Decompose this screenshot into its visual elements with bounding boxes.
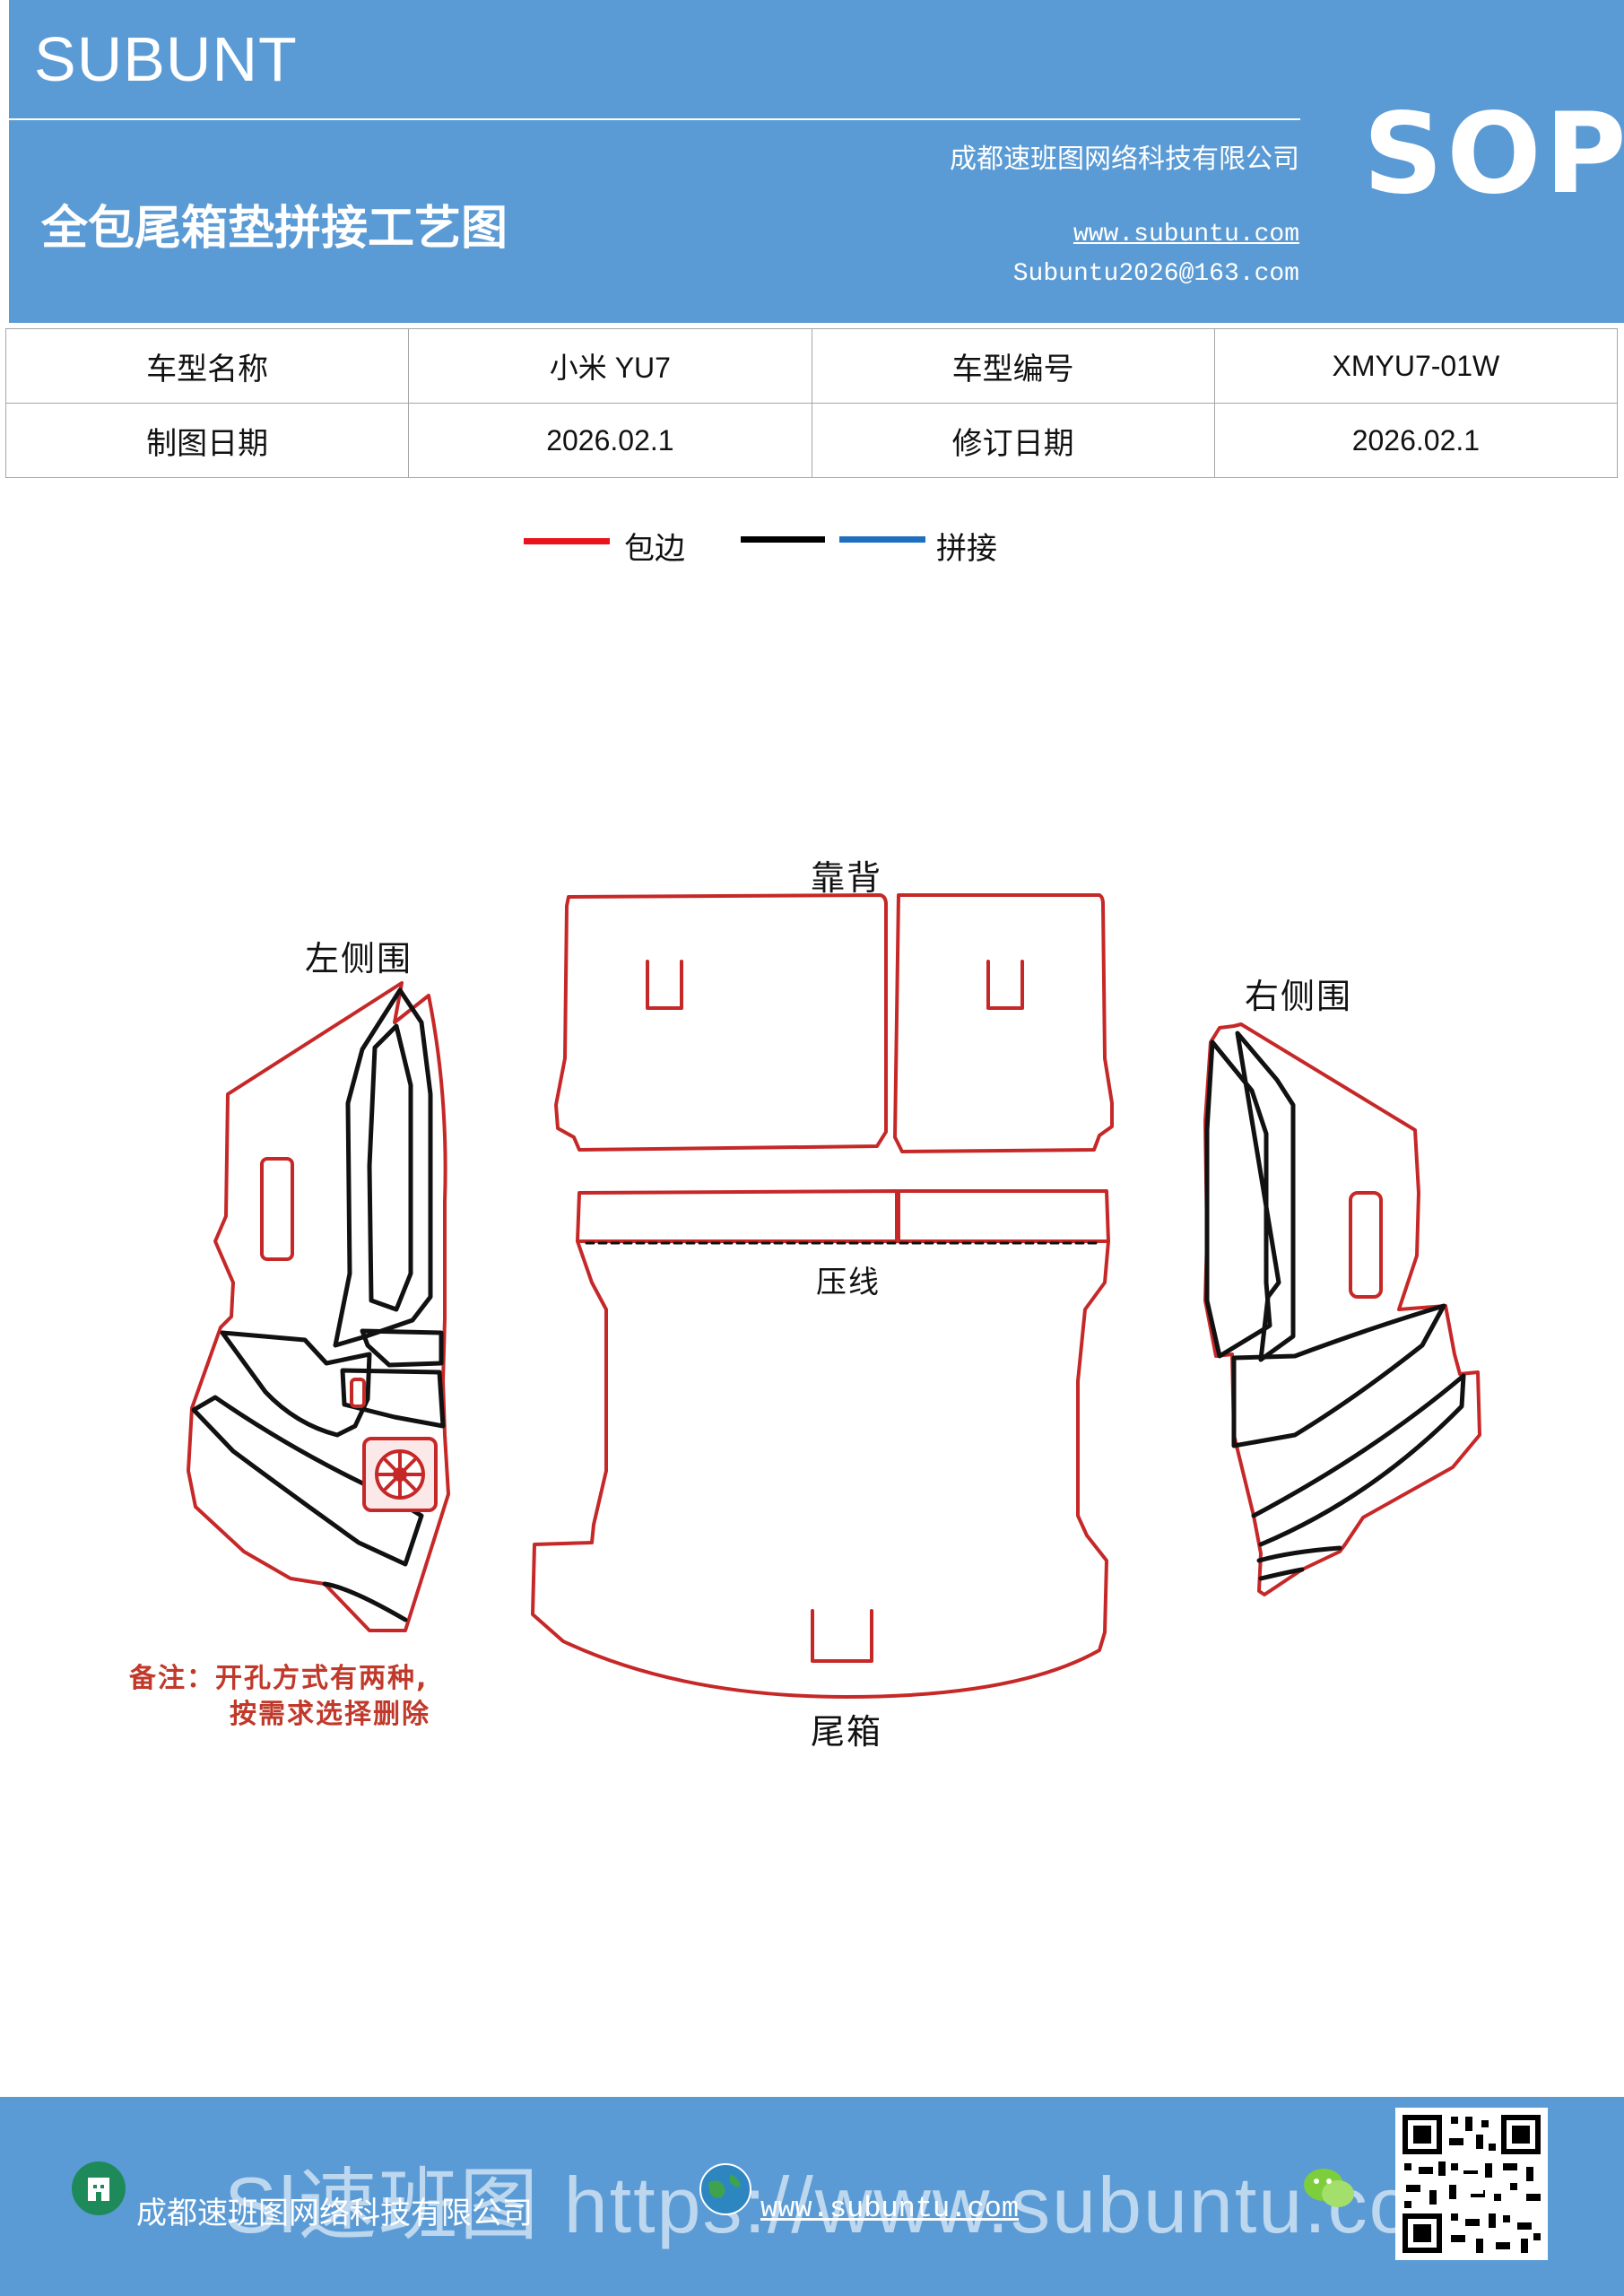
left-side-seam-5 <box>360 1328 444 1368</box>
globe-icon <box>698 2161 753 2221</box>
left-side-seam-6 <box>340 1368 446 1429</box>
email-address: Subuntu2026@163.com <box>1012 260 1299 288</box>
trunk-slot <box>811 1609 873 1663</box>
right-side-seam-2 <box>1235 1031 1296 1362</box>
trunk-floor-panel <box>531 1239 1110 1699</box>
website-link[interactable]: www.subuntu.com <box>1073 221 1299 248</box>
value-model-name: 小米 YU7 <box>408 328 812 404</box>
building-icon <box>70 2160 127 2221</box>
left-side-outer <box>187 981 450 1632</box>
left-side-seam-1 <box>333 987 433 1348</box>
left-side-small-hole <box>350 1378 366 1408</box>
backrest-right-slot <box>986 960 1024 1010</box>
label-backrest: 靠背 <box>811 858 883 898</box>
label-crease-line: 压线 <box>816 1265 881 1300</box>
label-left-side: 左侧围 <box>305 939 413 978</box>
label-model-code: 车型编号 <box>811 328 1215 404</box>
value-draw-date: 2026.02.1 <box>408 403 812 478</box>
sop-mark: SOP <box>1363 90 1624 219</box>
trunk-top-strip-right <box>897 1189 1110 1243</box>
label-right-side: 右侧围 <box>1245 977 1353 1016</box>
right-side-seam-3 <box>1231 1303 1446 1448</box>
legend-swatch-seam <box>839 536 925 543</box>
legend-swatch-black <box>741 536 825 543</box>
right-side-seam-5 <box>1256 1545 1342 1563</box>
header-banner <box>9 0 1624 323</box>
label-revision-date: 修订日期 <box>811 403 1215 478</box>
table-row: 车型名称 小米 YU7 车型编号 XMYU7-01W <box>4 328 1619 404</box>
backrest-left-panel <box>554 893 888 1152</box>
value-model-code: XMYU7-01W <box>1213 328 1619 404</box>
left-side-seam-3 <box>220 1330 372 1438</box>
footer-watermark: Sl速班图 https://www.subuntu.com <box>224 2161 1482 2249</box>
vehicle-info-table: 车型名称 小米 YU7 车型编号 XMYU7-01W 制图日期 2026.02.… <box>4 328 1619 478</box>
label-model-name: 车型名称 <box>4 328 410 404</box>
label-trunk: 尾箱 <box>811 1712 883 1752</box>
footer-website-link[interactable]: www.subuntu.com <box>760 2192 1020 2225</box>
company-name: 成都速班图网络科技有限公司 <box>950 144 1299 175</box>
header-divider <box>9 118 1300 120</box>
remark-note: 备注：开孔方式有两种, 按需求选择删除 <box>129 1661 430 1733</box>
value-revision-date: 2026.02.1 <box>1213 403 1619 478</box>
label-draw-date: 制图日期 <box>4 403 410 478</box>
table-row: 制图日期 2026.02.1 修订日期 2026.02.1 <box>4 403 1619 478</box>
left-side-seam-2 <box>367 1023 413 1312</box>
right-side-seam-1 <box>1204 1039 1272 1359</box>
left-side-seam-4 <box>191 1395 424 1567</box>
left-side-seam-7 <box>322 1581 408 1622</box>
right-side-seam-4 <box>1251 1373 1466 1547</box>
brand-logo-text: SUBUNT <box>34 24 298 94</box>
footer-company-name: 成都速班图网络科技有限公司 <box>136 2196 533 2231</box>
backrest-right-panel <box>893 893 1114 1153</box>
right-side-hole <box>1349 1191 1383 1299</box>
remark-line-1: 备注：开孔方式有两种, <box>129 1663 429 1694</box>
page-title: 全包尾箱垫拼接工艺图 <box>41 202 508 256</box>
remark-line-2: 按需求选择删除 <box>230 1699 430 1730</box>
legend-label-seam: 拼接 <box>936 531 997 567</box>
trunk-top-strip-left <box>576 1189 899 1243</box>
wechat-icon <box>1302 2163 1358 2217</box>
qr-code <box>1395 2108 1548 2264</box>
right-side-seam-6 <box>1258 1567 1305 1581</box>
left-side-hole <box>260 1157 294 1261</box>
legend-swatch-edge <box>524 538 610 544</box>
left-side-vent-symbol <box>362 1437 438 1512</box>
legend-label-edge: 包边 <box>624 531 685 567</box>
backrest-left-slot <box>646 960 683 1010</box>
